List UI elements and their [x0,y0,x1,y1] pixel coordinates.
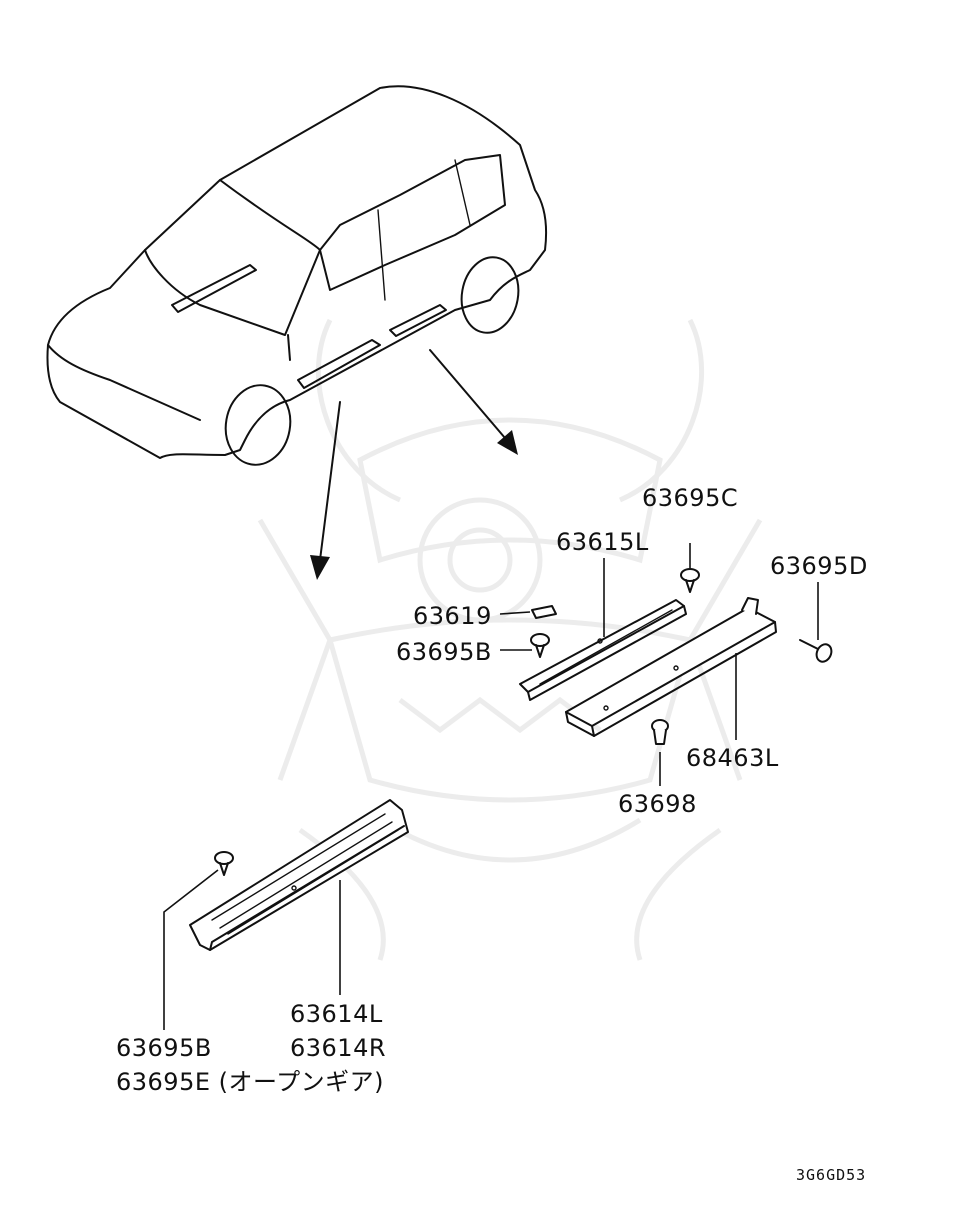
label-63695E: 63695E (オープンギア) [116,1068,384,1096]
label-63619: 63619 [413,602,492,630]
screw-63695B-lower-icon [214,851,234,876]
label-63695D: 63695D [770,552,868,580]
label-63614R: 63614R [290,1034,386,1062]
label-63695B-upper: 63695B [396,638,492,666]
suv-vehicle-icon [46,85,548,466]
label-68463L: 68463L [686,744,779,772]
leader-lines [163,543,819,1030]
scuff-plate-part [189,799,409,951]
label-63615L: 63615L [556,528,649,556]
label-63614L: 63614L [290,1000,383,1028]
pad-part [531,605,557,619]
arrow-right-icon [429,349,518,455]
screw-63695B-upper-icon [530,633,550,658]
upper-sill-rail-part [519,599,687,701]
diagram-reference-code: 3G6GD53 [796,1166,866,1184]
label-63695B-lower: 63695B [116,1034,212,1062]
samurai-helmet-watermark-icon [257,318,763,961]
reinforcement-part [565,597,777,737]
label-63698: 63698 [618,790,697,818]
label-63695C: 63695C [642,484,738,512]
arrow-left-icon [310,401,341,580]
screw-63695D-icon [799,639,833,663]
screw-63695C-icon [680,568,700,593]
clip-63698-icon [651,719,669,745]
